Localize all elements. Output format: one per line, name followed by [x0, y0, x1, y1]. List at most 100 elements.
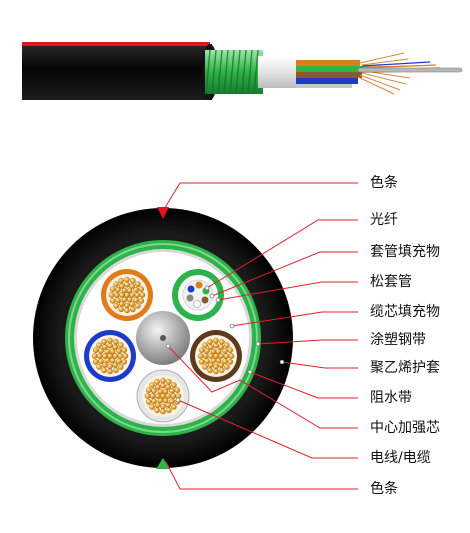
- copper-strand: [115, 297, 121, 304]
- copper-strand: [98, 358, 104, 365]
- copper-strand: [104, 348, 111, 355]
- copper-strand: [213, 368, 219, 375]
- copper-wires-side: [357, 52, 417, 95]
- copper-strand: [165, 384, 171, 390]
- copper-strand: [124, 281, 130, 288]
- copper-strand: [160, 408, 166, 415]
- copper-strand: [154, 384, 161, 390]
- copper-strand: [109, 357, 116, 364]
- copper-strand: [174, 387, 181, 393]
- copper-strand: [121, 287, 128, 294]
- copper-strand: [210, 357, 217, 364]
- copper-strand: [118, 364, 124, 370]
- copper-strand: [129, 301, 135, 307]
- label-core-filling: 缆芯填充物: [370, 304, 440, 320]
- copper-strand: [107, 337, 113, 344]
- copper-strand: [119, 283, 125, 289]
- copper-strand: [213, 342, 219, 349]
- brown-copper-unit: [190, 330, 242, 382]
- copper-strand: [154, 378, 160, 385]
- copper-strand: [215, 357, 222, 364]
- armor-corrugation: [205, 49, 259, 95]
- copper-strand: [204, 347, 210, 354]
- copper-strand: [166, 378, 172, 385]
- copper-strand: [207, 362, 214, 368]
- copper-strand: [102, 344, 108, 350]
- label-pe-sheath: 聚乙烯护套: [370, 360, 440, 376]
- copper-strand: [138, 286, 145, 292]
- copper-strand: [171, 404, 177, 410]
- copper-strand: [104, 357, 111, 364]
- copper-strand: [109, 298, 116, 304]
- copper-strand: [118, 277, 124, 284]
- copper-strand: [227, 347, 234, 353]
- label-water-blocking-tape: 阻水带: [370, 390, 412, 406]
- copper-strand: [116, 347, 122, 354]
- copper-strand: [154, 402, 161, 408]
- copper-strand: [144, 393, 151, 399]
- copper-strand: [160, 377, 166, 384]
- copper-strand: [207, 367, 213, 374]
- jacket-red-stripe: [22, 42, 210, 46]
- copper-strand: [135, 281, 141, 287]
- copper-strand: [145, 399, 152, 405]
- copper-strand: [121, 347, 128, 353]
- copper-strand: [151, 387, 157, 394]
- copper-strand: [92, 359, 99, 365]
- copper-strand: [130, 306, 136, 313]
- copper-strand: [149, 393, 156, 399]
- copper-strand: [118, 342, 124, 348]
- color-stripe-bottom-marker: [156, 458, 170, 469]
- copper-strand: [113, 367, 119, 374]
- copper-strand: [119, 301, 125, 307]
- label-loose-tube: 松套管: [370, 274, 412, 290]
- copper-strand: [124, 276, 130, 283]
- copper-strand: [121, 359, 128, 365]
- copper-strand: [157, 388, 164, 395]
- strength-member-side: [357, 67, 463, 73]
- copper-strand: [149, 404, 155, 410]
- copper-strand: [101, 367, 107, 374]
- copper-strand: [139, 292, 146, 298]
- copper-strand: [222, 358, 228, 365]
- copper-strand: [118, 306, 124, 313]
- copper-strand: [107, 368, 113, 375]
- copper-strand: [107, 363, 113, 370]
- white-copper-unit: [136, 369, 190, 423]
- label-color-stripe-top: 色条: [370, 175, 398, 191]
- label-color-stripe-bottom: 色条: [370, 481, 398, 497]
- copper-strand: [112, 362, 118, 368]
- leader-lines: [162, 182, 358, 490]
- copper-strand: [107, 342, 113, 349]
- copper-strand: [138, 298, 145, 304]
- copper-strand: [207, 338, 213, 345]
- copper-strand: [223, 353, 230, 359]
- leader-dots: [165, 285, 285, 403]
- outer-jacket-side: [22, 44, 212, 100]
- copper-strand: [117, 353, 124, 359]
- copper-strand: [224, 342, 230, 348]
- copper-strand: [124, 302, 130, 309]
- label-plastic-coated-steel-tape: 涂塑钢带: [370, 332, 426, 348]
- copper-strand: [109, 348, 116, 355]
- label-electric-wire-cable: 电线/电缆: [370, 450, 431, 466]
- copper-strand: [160, 382, 166, 389]
- copper-strand: [219, 367, 225, 374]
- copper-strand: [210, 348, 217, 355]
- copper-strand: [126, 296, 133, 303]
- copper-strand: [171, 382, 177, 388]
- copper-strand: [198, 359, 205, 365]
- copper-strand: [92, 347, 99, 353]
- copper-strand: [124, 307, 130, 314]
- copper-strand: [101, 338, 107, 345]
- water-tape-side: [258, 56, 300, 88]
- copper-strand: [215, 348, 222, 355]
- cable-side-view: [22, 42, 463, 100]
- copper-strand: [218, 344, 224, 350]
- copper-strand: [224, 364, 230, 370]
- copper-strand: [133, 297, 139, 304]
- blue-copper-unit: [84, 330, 136, 382]
- label-optical-fiber: 光纤: [370, 212, 398, 228]
- copper-strand: [162, 397, 169, 404]
- copper-strand: [121, 296, 128, 303]
